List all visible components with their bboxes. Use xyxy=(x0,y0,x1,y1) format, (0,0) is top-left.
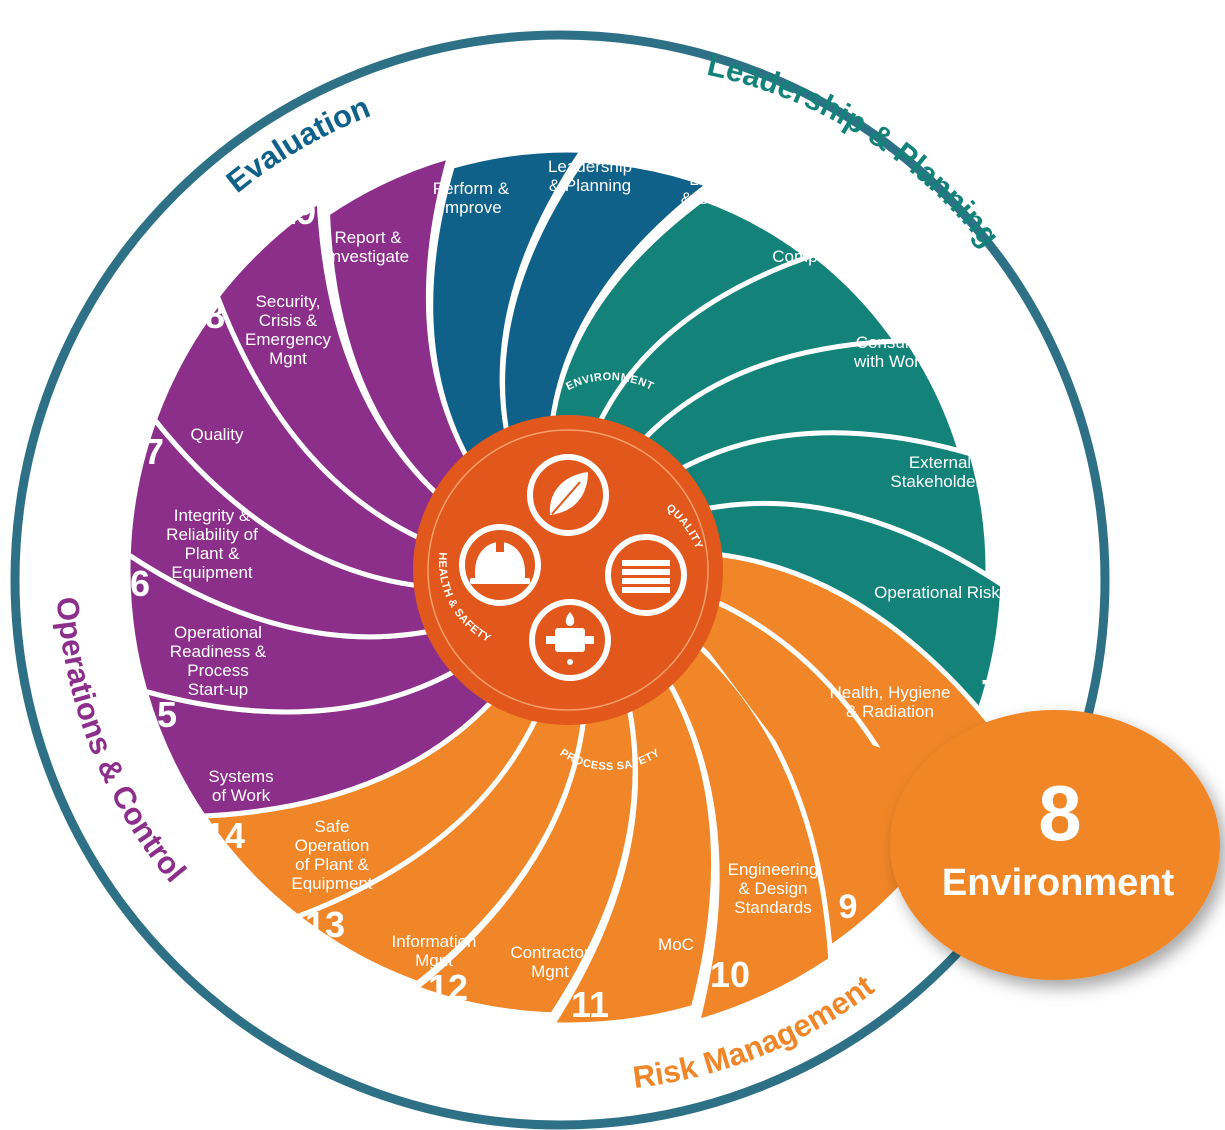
segment-15-number: 15 xyxy=(137,694,177,735)
segment-1-label: Leadership& Planning xyxy=(548,157,632,195)
outer-ring xyxy=(10,30,1110,1130)
segment-1-number: 1 xyxy=(550,91,574,140)
callout-number: 8 xyxy=(1038,769,1081,857)
environment-icon xyxy=(527,454,609,536)
segment-10-label: MoC xyxy=(658,935,694,954)
segment-2-number: 2 xyxy=(678,107,698,148)
segment-20[interactable] xyxy=(500,157,714,437)
segment-17-label: Quality xyxy=(191,425,244,444)
segment-5-number: 5 xyxy=(976,389,996,430)
segment-11-number: 11 xyxy=(571,984,609,1025)
callout-bubble[interactable]: 8 Environment xyxy=(890,710,1220,980)
quality-icon xyxy=(605,534,687,616)
segment-10-number: 10 xyxy=(710,954,750,995)
segment-4-number: 4 xyxy=(908,269,928,310)
segment-7-label: Health, Hygiene& Radiation xyxy=(830,683,951,721)
segment-20-label: Perform &Improve xyxy=(433,179,510,217)
segment-17-number: 17 xyxy=(124,431,164,472)
callout-label: Environment xyxy=(942,862,1175,904)
segment-19-number: 19 xyxy=(276,191,316,232)
segment-3-label: Training &Competency xyxy=(772,228,868,266)
segment-9-number: 9 xyxy=(839,888,858,926)
segment-12-number: 12 xyxy=(428,967,468,1008)
health-safety-icon xyxy=(459,524,541,606)
segment-2-label: Legal& Other xyxy=(681,170,740,208)
segment-19-label: Report &Investigate xyxy=(327,228,409,266)
segment-7-number: 7 xyxy=(981,672,1001,713)
segment-13-number: 13 xyxy=(305,904,345,945)
segment-18-number: 18 xyxy=(185,295,225,336)
segment-14-number: 14 xyxy=(205,815,245,856)
segment-6-number: 6 xyxy=(1006,525,1026,566)
process-safety-icon xyxy=(529,599,611,681)
segment-20-number: 20 xyxy=(398,125,443,169)
segment-3-number: 3 xyxy=(802,172,822,213)
segment-16-number: 16 xyxy=(110,563,150,604)
segment-6-label: Operational Risk xyxy=(874,583,1000,602)
